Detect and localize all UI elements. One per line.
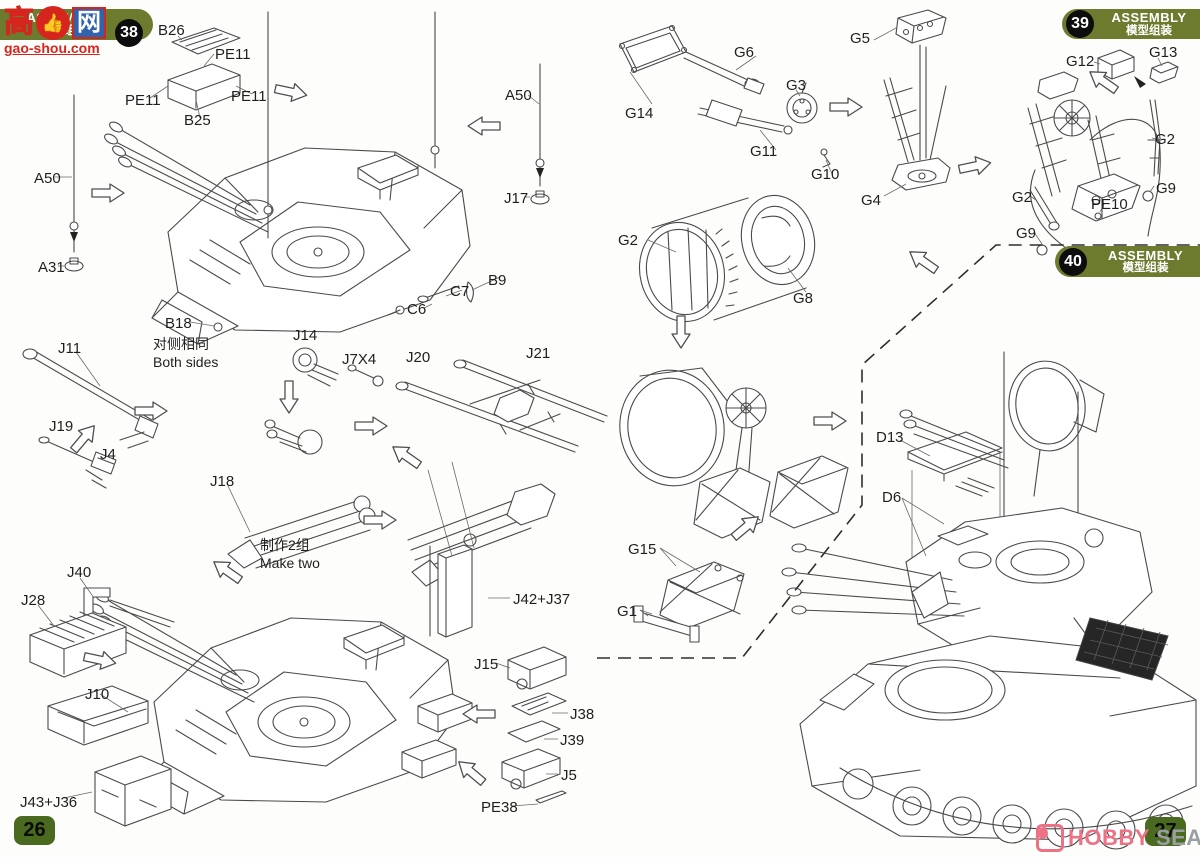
step39-subtitle: 模型组装 <box>1126 24 1172 37</box>
step40-number-badge: 40 <box>1059 247 1087 276</box>
step40-banner: 40 ASSEMBLY 模型组装 <box>1055 246 1200 277</box>
part-label-j42-j37: J42+J37 <box>513 591 571 608</box>
part-label-j5: J5 <box>561 767 577 784</box>
gao-shou-char1: 高 <box>4 6 35 39</box>
step40-title: ASSEMBLY <box>1107 247 1184 263</box>
step39-title: ASSEMBLY <box>1111 10 1187 26</box>
part-label-g14: G14 <box>625 105 654 122</box>
part-label-j43-j36: J43+J36 <box>20 794 78 811</box>
step40-subtitle: 模型组装 <box>1122 262 1169 275</box>
gao-shou-watermark: 高 👍 网 gao-shou.com <box>4 6 106 55</box>
step38-number-badge: 38 <box>115 19 143 47</box>
part-label-pe11: PE11 <box>231 88 267 105</box>
part-label-j4: J4 <box>100 446 116 463</box>
part-label-j19: J19 <box>49 418 74 435</box>
part-label-j15: J15 <box>474 656 499 673</box>
part-label-g11: G11 <box>750 143 778 160</box>
part-label-g13: G13 <box>1149 44 1178 61</box>
part-label-j7x4: J7X4 <box>342 351 377 368</box>
part-label-a50: A50 <box>505 87 532 104</box>
step38-turret-top-drawing <box>55 11 550 345</box>
part-label-j28: J28 <box>21 592 46 609</box>
part-label-c7: C7 <box>450 283 470 300</box>
part-label-g9: G9 <box>1156 180 1177 197</box>
step40-section-boundary <box>597 244 1200 659</box>
part-label-g3: G3 <box>786 77 807 94</box>
part-label-j38: J38 <box>570 706 595 723</box>
part-label-j20: J20 <box>406 349 431 366</box>
step40-vehicle-drawing <box>781 351 1197 850</box>
hobby-search-flame-icon <box>1036 824 1064 852</box>
part-label-g8: G8 <box>793 290 814 307</box>
part-label-j14: J14 <box>293 327 318 344</box>
part-label-j10: J10 <box>85 686 110 703</box>
part-label-j40: J40 <box>67 564 92 581</box>
part-label-a31: A31 <box>38 259 65 276</box>
part-label-g2: G2 <box>1012 189 1033 206</box>
part-label-pe11: PE11 <box>125 92 161 109</box>
page-number-left: 26 <box>14 816 55 845</box>
gao-shou-url: gao-shou.com <box>4 40 100 56</box>
part-label-g4: G4 <box>861 192 882 209</box>
part-label-pe10: PE10 <box>1091 196 1128 213</box>
part-label-j17: J17 <box>504 190 529 207</box>
part-label-pe38: PE38 <box>481 799 518 816</box>
part-label-c6: C6 <box>407 301 427 318</box>
part-label-b25: B25 <box>184 112 211 129</box>
part-label-pe11: PE11 <box>215 46 251 63</box>
part-label-g6: G6 <box>734 44 755 61</box>
part-label-g1: G1 <box>617 603 638 620</box>
hobby-search-word2: SEARCH <box>1155 825 1200 850</box>
part-label-g10: G10 <box>811 166 840 183</box>
page-number-right: 27 <box>1145 817 1186 846</box>
part-label-a50: A50 <box>34 170 61 187</box>
gao-shou-gear-icon: 👍 <box>36 6 70 40</box>
step38-gun-subassemblies-drawing <box>22 347 608 587</box>
part-label-g15: G15 <box>628 541 657 558</box>
part-label-b26: B26 <box>158 22 185 39</box>
part-label-b9: B9 <box>488 272 507 289</box>
part-label-g12: G12 <box>1066 53 1095 70</box>
part-label-j39: J39 <box>560 732 585 749</box>
part-label-b18: B18 <box>165 315 192 332</box>
step39-number-badge: 39 <box>1066 10 1094 38</box>
part-label-g2: G2 <box>1155 131 1176 148</box>
hobby-search-word1: HOBBY <box>1068 825 1150 850</box>
part-label-d13: D13 <box>876 429 904 446</box>
part-label-g5: G5 <box>850 30 871 47</box>
hobby-search-watermark: HOBBY SEARCH <box>1036 824 1200 852</box>
part-label-j18: J18 <box>210 473 235 490</box>
part-label-j11: J11 <box>58 340 82 357</box>
part-label-g9: G9 <box>1016 225 1037 242</box>
part-label-d6: D6 <box>882 489 902 506</box>
gao-shou-char2: 网 <box>72 7 106 39</box>
part-label-j21: J21 <box>526 345 551 362</box>
step39-banner: 39 ASSEMBLY 模型组装 <box>1062 9 1200 39</box>
part-label-g2: G2 <box>618 232 639 249</box>
step38-turret-bottom-drawing <box>29 461 568 827</box>
